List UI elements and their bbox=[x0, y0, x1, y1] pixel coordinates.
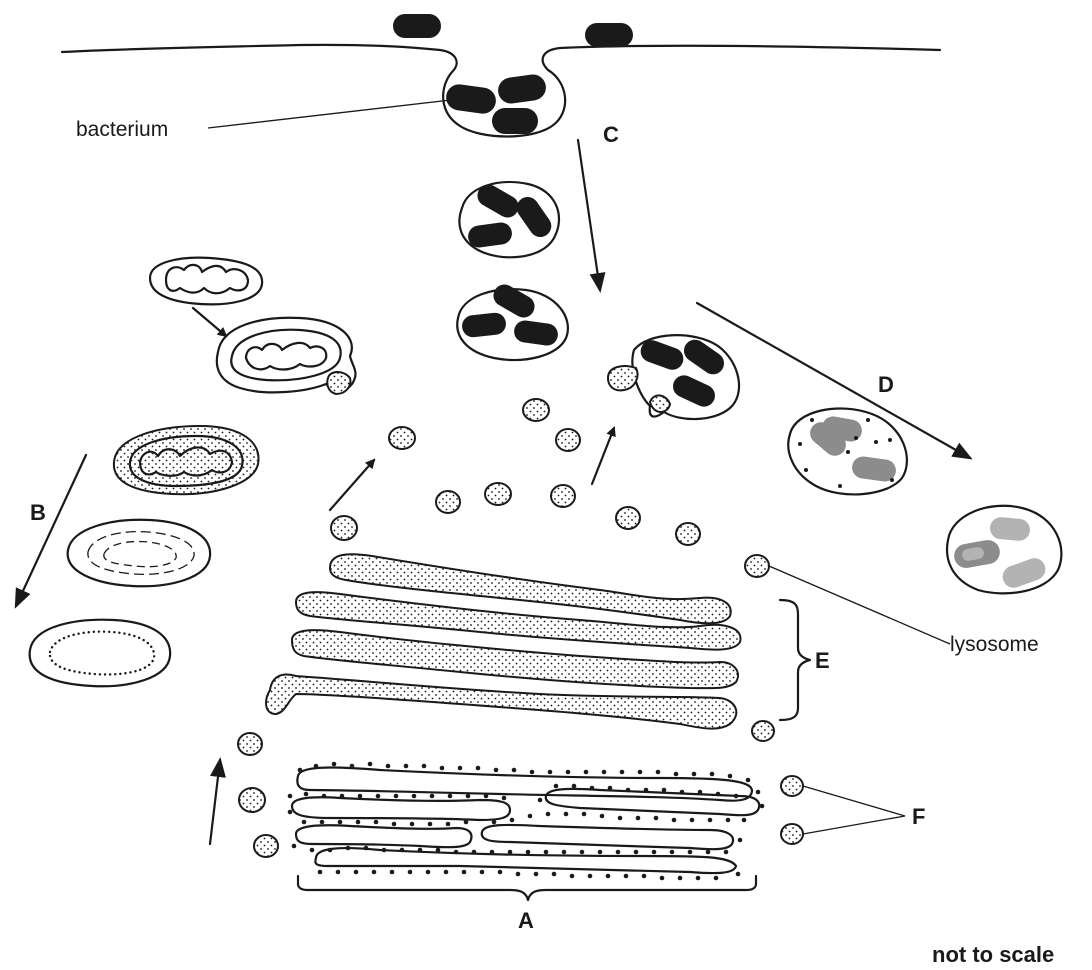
phagosome-2 bbox=[457, 280, 568, 359]
bacterium-outside-right bbox=[585, 23, 633, 47]
phagosome-fusing bbox=[608, 335, 739, 419]
scale-note: not to scale bbox=[932, 942, 1054, 967]
mitochondrion bbox=[150, 258, 262, 305]
bracket-A bbox=[298, 876, 756, 900]
arrow-vesicle-up-left bbox=[330, 460, 374, 510]
lysosome-label: lysosome bbox=[950, 633, 1039, 656]
bracket-E bbox=[780, 600, 810, 720]
label-F: F bbox=[912, 804, 925, 829]
label-C: C bbox=[603, 122, 619, 147]
vesicle bbox=[389, 427, 415, 449]
F-leader-line-1 bbox=[803, 786, 905, 816]
bacterium-outside-left bbox=[393, 14, 441, 38]
arrow-vesicle-up-right bbox=[592, 428, 614, 484]
rough-endoplasmic-reticulum bbox=[288, 762, 765, 881]
label-D: D bbox=[878, 372, 894, 397]
label-A: A bbox=[518, 908, 534, 933]
residual-vesicle bbox=[30, 620, 171, 687]
F-leader-line-2 bbox=[803, 816, 905, 834]
arrow-to-autophagosome bbox=[193, 308, 226, 336]
phagolysosome-digested bbox=[947, 506, 1061, 594]
label-B: B bbox=[30, 500, 46, 525]
lysosome-labelled bbox=[745, 555, 769, 577]
arrow-C bbox=[578, 140, 600, 290]
bacterium-leader-line bbox=[208, 98, 468, 128]
arrow-B bbox=[16, 455, 86, 606]
golgi-apparatus bbox=[266, 554, 740, 728]
ribosomes bbox=[288, 762, 765, 881]
label-E: E bbox=[815, 648, 830, 673]
arrow-vesicle-up-bottom bbox=[210, 760, 220, 844]
autophagosome bbox=[217, 318, 356, 394]
phagosome-1 bbox=[459, 180, 559, 257]
digesting-vesicle bbox=[68, 520, 210, 587]
phagolysosome-digesting bbox=[788, 408, 907, 494]
bacterium-label: bacterium bbox=[76, 118, 168, 141]
autolysosome bbox=[114, 426, 259, 494]
